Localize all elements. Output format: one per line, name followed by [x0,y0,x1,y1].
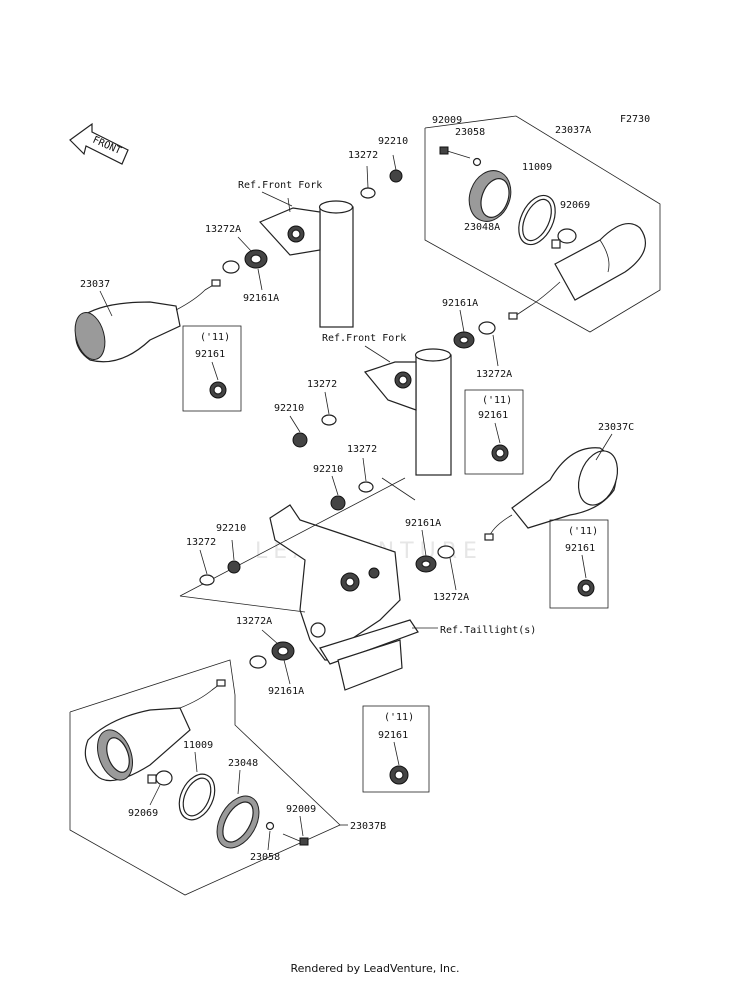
footer-credit: Rendered by LeadVenture, Inc. [290,962,460,975]
label-92069-bot: 92069 [128,808,158,819]
turn-signal-assembly-23037b [69,659,341,896]
label-13272a-c: 13272A [433,592,469,603]
rear-bracket [269,504,419,691]
label-23037a: 23037A [555,125,591,136]
label-13272a-d: 13272A [236,616,272,627]
box3-part: 92161 [565,543,595,554]
turn-signal-assembly-23037a [424,115,661,333]
label-92161a-b: 92161A [442,298,478,309]
box2-part: 92161 [478,410,508,421]
front-arrow-icon: FRONT [69,122,129,165]
diagram-code: F2730 [620,114,650,125]
box3-year: ('11) [568,526,598,537]
box4-part: 92161 [378,730,408,741]
label-92161a-d: 92161A [268,686,304,697]
label-92210-d: 92210 [216,523,246,534]
label-92009-top: 92009 [432,115,462,126]
ref-front-fork-2: Ref.Front Fork [322,333,406,344]
label-92161a-c: 92161A [405,518,441,529]
label-13272-d: 13272 [186,537,216,548]
box1-part: 92161 [195,349,225,360]
label-92009-bot: 92009 [286,804,316,815]
turn-signal-23037 [74,279,221,363]
variant-box-4 [362,705,430,793]
label-11009-top: 11009 [522,162,552,173]
label-23058-bot: 23058 [250,852,280,863]
label-11009-bot: 11009 [183,740,213,751]
label-92210-a: 92210 [378,136,408,147]
label-92069-top: 92069 [560,200,590,211]
ref-taillight: Ref.Taillight(s) [440,625,536,636]
variant-box-3 [549,519,609,609]
ref-front-fork-1: Ref.Front Fork [238,180,322,191]
box2-year: ('11) [482,395,512,406]
variant-box-2 [464,389,524,475]
label-23037: 23037 [80,279,110,290]
label-23037c: 23037C [598,422,634,433]
box1-year: ('11) [200,332,230,343]
label-13272-c: 13272 [347,444,377,455]
front-fork-middle [363,348,452,476]
label-92210-b: 92210 [274,403,304,414]
label-13272-b: 13272 [307,379,337,390]
label-23037b: 23037B [350,821,386,832]
label-13272a-a: 13272A [205,224,241,235]
label-23048: 23048 [228,758,258,769]
variant-box-1 [182,325,242,412]
label-92161a-a: 92161A [243,293,279,304]
label-92210-c: 92210 [313,464,343,475]
label-23058-top: 23058 [455,127,485,138]
turn-signal-23037c [484,447,619,541]
label-13272-a: 13272 [348,150,378,161]
box4-year: ('11) [384,712,414,723]
label-23048a: 23048A [464,222,500,233]
label-13272a-b: 13272A [476,369,512,380]
front-fork-top [258,197,354,328]
